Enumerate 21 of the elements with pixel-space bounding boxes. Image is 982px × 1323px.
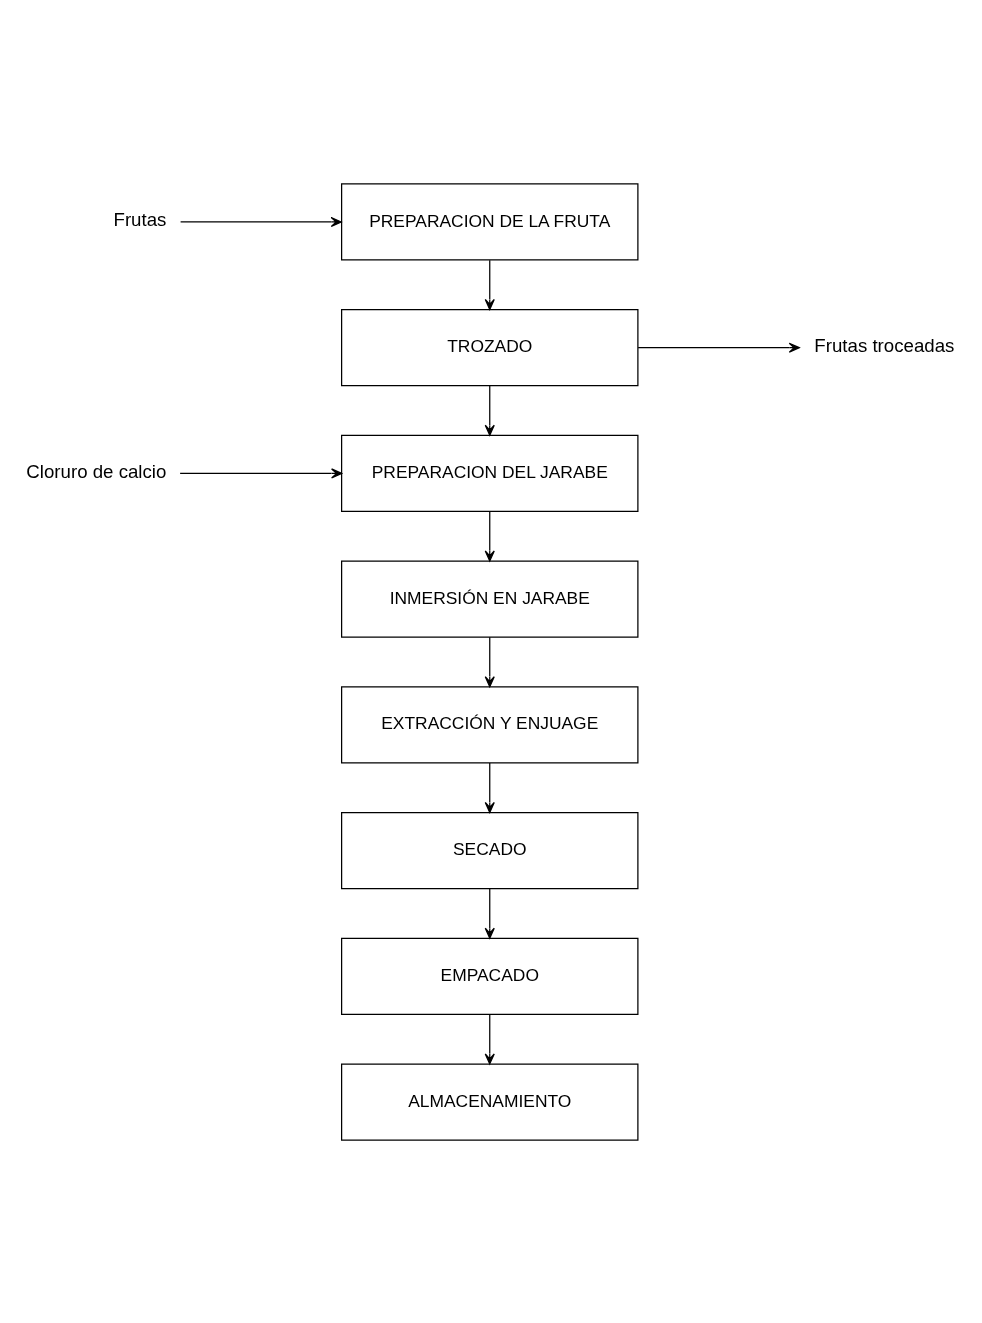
arrow xyxy=(179,467,343,478)
node-box: EMPACADO xyxy=(341,937,639,1015)
arrow xyxy=(484,384,495,436)
arrow xyxy=(180,216,342,227)
arrow xyxy=(484,510,495,562)
arrow xyxy=(484,887,495,939)
arrow xyxy=(484,259,495,310)
arrow xyxy=(484,636,495,687)
arrow xyxy=(484,761,495,813)
node-box: PREPARACION DEL JARABE xyxy=(341,434,639,512)
arrow xyxy=(637,342,800,353)
node-text: Frutas xyxy=(113,208,167,230)
node-box: EXTRACCIÓN Y ENJUAGE xyxy=(341,685,639,763)
node-text: Cloruro de calcio xyxy=(26,460,167,482)
node-box: INMERSIÓN EN JARABE xyxy=(341,560,639,638)
node-box: TROZADO xyxy=(341,308,639,386)
node-box: PREPARACION DE LA FRUTA xyxy=(341,182,639,261)
node-box: ALMACENAMIENTO xyxy=(341,1062,639,1141)
node-box: SECADO xyxy=(341,811,639,889)
arrow xyxy=(484,1013,495,1064)
node-text: Frutas troceadas xyxy=(814,334,955,356)
